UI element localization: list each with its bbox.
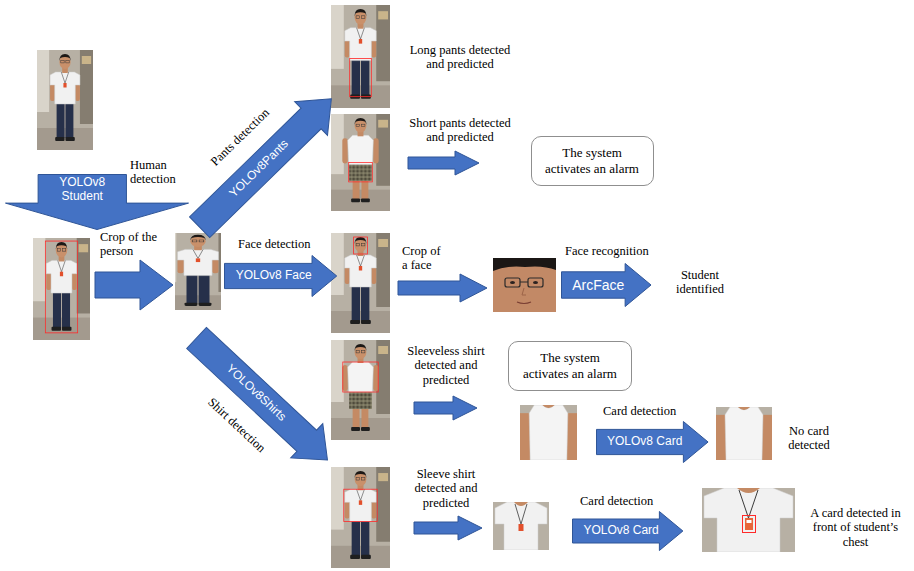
model-arrow: YOLOv8Shirts [180, 320, 344, 478]
model-name: YOLOv8 Student [50, 176, 114, 204]
annotation-label: Card detection [603, 404, 695, 418]
alarm-text: The system activates an alarm [540, 145, 645, 176]
annotation-label: Card detection [580, 494, 672, 508]
annotation-label: Crop of a face [402, 244, 448, 273]
model-arrow: YOLOv8 Card [572, 511, 683, 551]
model-arrow: ArcFace [561, 263, 652, 307]
alarm-box: The system activates an alarm [531, 136, 654, 186]
model-name: YOLOv8 Card [583, 524, 658, 538]
annotation-label: Short pants detected and predicted [400, 116, 520, 145]
annotation-label: No card detected [780, 424, 838, 453]
model-arrow: YOLOv8Pants [182, 81, 348, 245]
annotation-label: Human detection [130, 158, 192, 187]
model-name: ArcFace [572, 277, 624, 293]
annotation-label: Crop of the person [100, 230, 175, 259]
flow-arrow [414, 396, 477, 420]
annotation-label: Face detection [238, 237, 330, 251]
annotation-label: Sleeve shirt detected and predicted [398, 467, 494, 510]
annotation-label: Student identified [668, 268, 732, 297]
model-name: YOLOv8 Face [236, 269, 312, 283]
model-name: YOLOv8 Card [607, 435, 682, 449]
flow-arrow [414, 516, 482, 540]
model-arrow: YOLOv8 Face [224, 255, 337, 297]
annotation-label: Sleeveless shirt detected and predicted [398, 344, 494, 387]
annotation-label: A card detected in front of student’s ch… [808, 506, 903, 549]
model-arrow: YOLOv8 Card [596, 421, 709, 463]
alarm-box: The system activates an alarm [508, 341, 632, 391]
alarm-text: The system activates an alarm [517, 350, 623, 381]
flow-arrow [408, 151, 479, 175]
annotation-label: Face recognition [565, 244, 675, 258]
flow-arrow [398, 274, 487, 302]
flow-arrow [95, 260, 173, 310]
annotation-label: Long pants detected and predicted [400, 43, 520, 72]
